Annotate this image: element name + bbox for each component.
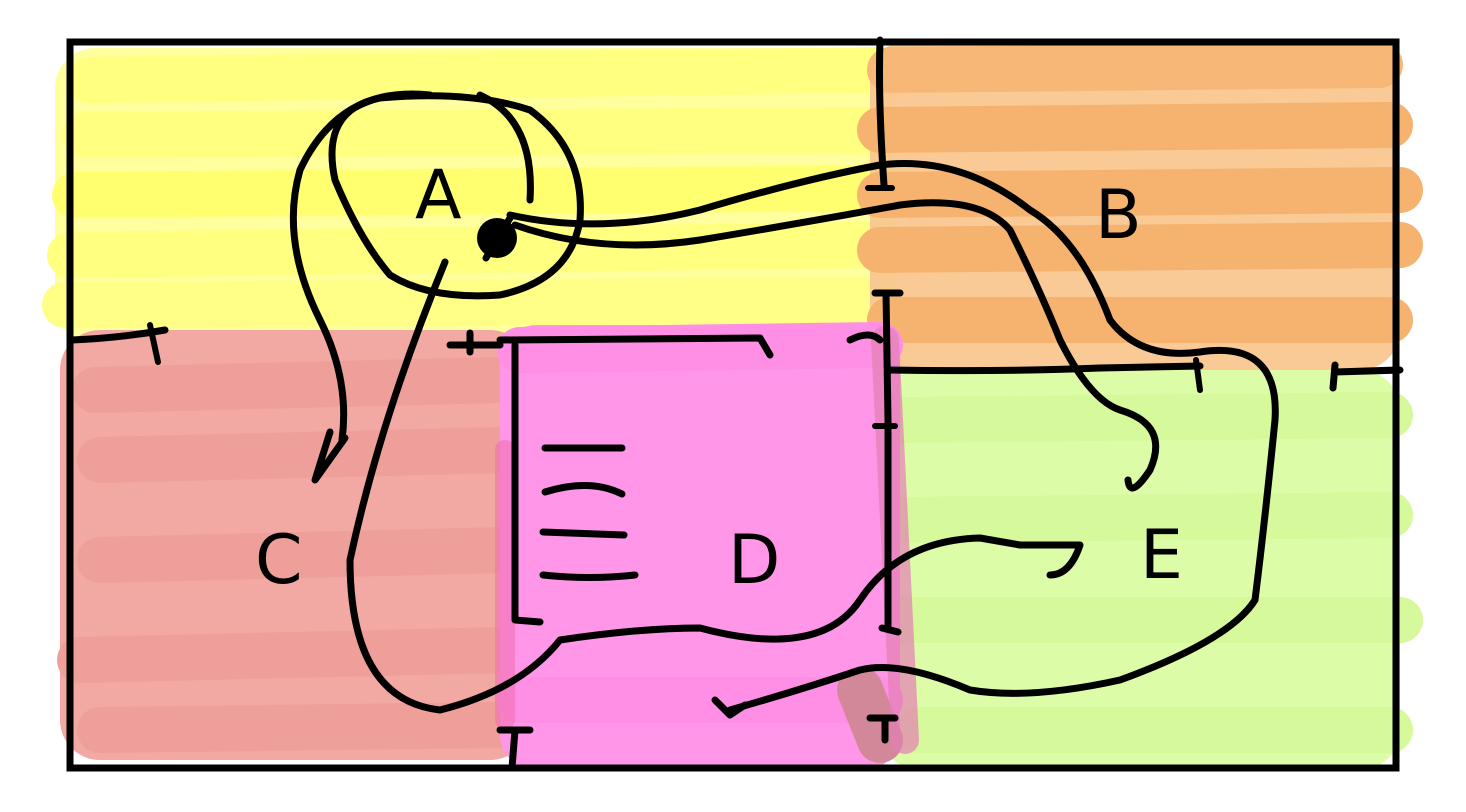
region-a-highlight: [42, 47, 903, 343]
label-a: A: [415, 156, 462, 235]
region-b-highlight: [857, 40, 1423, 370]
label-e: E: [1140, 516, 1183, 595]
region-e-highlight: [877, 370, 1423, 770]
dividers: [68, 36, 1404, 772]
connector-paths: [289, 90, 1279, 719]
region-d-highlight: [495, 322, 919, 770]
label-b: B: [1095, 176, 1142, 255]
label-d: D: [728, 521, 780, 600]
outer-frame: [66, 38, 1400, 772]
label-c: C: [255, 521, 302, 600]
document-lines-icon: [539, 444, 639, 581]
region-c-highlight: [57, 330, 530, 760]
